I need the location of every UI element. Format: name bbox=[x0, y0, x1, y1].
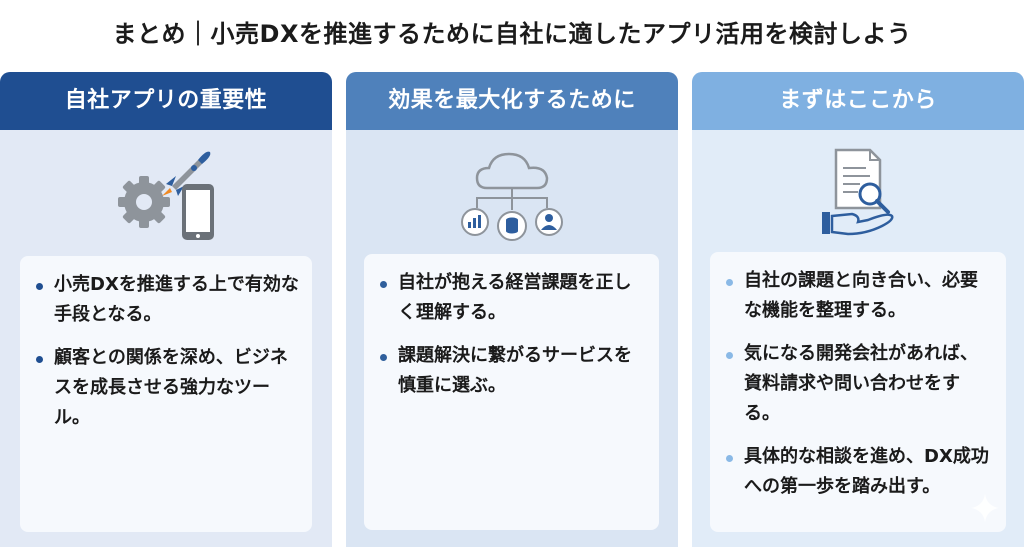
page-title: まとめ｜小売DXを推進するために自社に適したアプリ活用を検討しよう bbox=[112, 20, 912, 48]
points-list: 自社の課題と向き合い、必要な機能を整理する。 気になる開発会社があれば、資料請求… bbox=[720, 266, 994, 502]
smartphone-icon bbox=[182, 184, 214, 240]
bullet-icon bbox=[726, 279, 733, 286]
list-item: 顧客との関係を深め、ビジネスを成長させる強力なツール。 bbox=[30, 343, 300, 433]
points-list: 小売DXを推進する上で有効な手段となる。 顧客との関係を深め、ビジネスを成長させ… bbox=[30, 270, 300, 433]
icon-group bbox=[692, 142, 1024, 246]
icon-group bbox=[346, 142, 678, 246]
chart-icon bbox=[461, 208, 489, 236]
bullet-icon bbox=[36, 356, 43, 363]
cloud-network-icon bbox=[461, 152, 563, 241]
column-start-here: まずはここから bbox=[692, 72, 1024, 547]
column-maximize-effect: 効果を最大化するために bbox=[346, 72, 678, 547]
points-card: 自社の課題と向き合い、必要な機能を整理する。 気になる開発会社があれば、資料請求… bbox=[710, 252, 1006, 532]
document-search-hand-icon bbox=[822, 148, 894, 236]
magnifier-icon bbox=[858, 182, 890, 214]
column-importance: 自社アプリの重要性 bbox=[0, 72, 332, 547]
bullet-icon bbox=[726, 455, 733, 462]
hand-icon bbox=[822, 212, 894, 236]
database-icon bbox=[497, 211, 527, 241]
sparkle-icon bbox=[971, 494, 999, 522]
list-item: 小売DXを推進する上で有効な手段となる。 bbox=[30, 270, 300, 330]
list-item: 自社が抱える経営課題を正しく理解する。 bbox=[374, 268, 647, 328]
list-item: 気になる開発会社があれば、資料請求や問い合わせをする。 bbox=[720, 339, 994, 429]
gear-rocket-phone-icon bbox=[118, 151, 214, 240]
summary-columns: 自社アプリの重要性 bbox=[0, 72, 1024, 547]
list-item: 具体的な相談を進め、DX成功への第一歩を踏み出す。 bbox=[720, 442, 994, 502]
icon-group bbox=[0, 142, 332, 246]
points-card: 自社が抱える経営課題を正しく理解する。 課題解決に繋がるサービスを慎重に選ぶ。 bbox=[364, 254, 659, 530]
column-heading: 効果を最大化するために bbox=[346, 72, 678, 130]
points-card: 小売DXを推進する上で有効な手段となる。 顧客との関係を深め、ビジネスを成長させ… bbox=[20, 256, 312, 532]
list-item: 自社の課題と向き合い、必要な機能を整理する。 bbox=[720, 266, 994, 326]
bullet-icon bbox=[380, 354, 387, 361]
rocket-icon bbox=[162, 151, 211, 196]
column-heading: まずはここから bbox=[692, 72, 1024, 130]
cloud-icon bbox=[475, 152, 549, 190]
bullet-icon bbox=[36, 283, 43, 290]
bullet-icon bbox=[726, 352, 733, 359]
points-list: 自社が抱える経営課題を正しく理解する。 課題解決に繋がるサービスを慎重に選ぶ。 bbox=[374, 268, 647, 401]
column-heading: 自社アプリの重要性 bbox=[0, 72, 332, 130]
user-icon bbox=[535, 208, 563, 236]
list-item: 課題解決に繋がるサービスを慎重に選ぶ。 bbox=[374, 341, 647, 401]
bullet-icon bbox=[380, 281, 387, 288]
gear-icon bbox=[118, 176, 170, 228]
